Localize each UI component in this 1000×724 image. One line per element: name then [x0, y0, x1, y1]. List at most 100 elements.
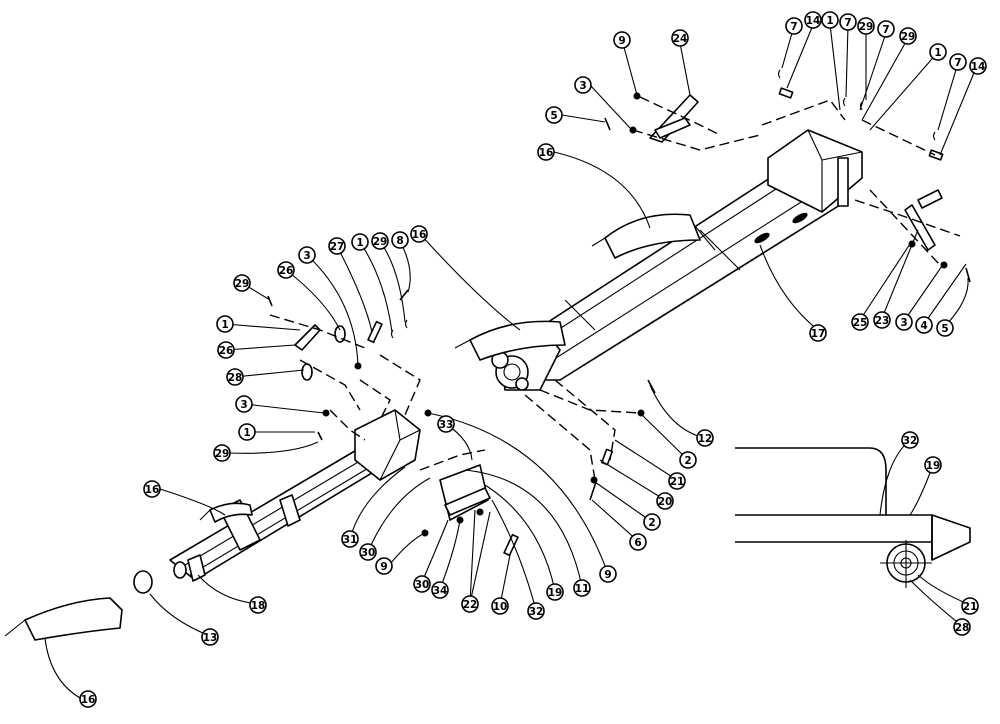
callout-29d: 29	[371, 232, 389, 250]
callout-16c: 16	[143, 480, 161, 498]
callout-13: 13	[201, 628, 219, 646]
callout-8: 8	[391, 231, 409, 249]
callout-23: 23	[873, 311, 891, 329]
upper-boom-assembly	[454, 69, 971, 501]
callout-19b: 19	[924, 456, 942, 474]
callout-label: 7	[882, 24, 889, 36]
callout-label: 1	[243, 427, 250, 439]
bracket-25	[904, 204, 936, 251]
callout-label: 13	[203, 632, 218, 644]
callout-label: 2	[648, 517, 655, 529]
callout-29a: 29	[857, 17, 875, 35]
callout-29b: 29	[899, 27, 917, 45]
callout-33: 33	[437, 415, 455, 433]
callout-16a: 16	[537, 143, 555, 161]
callout-29c: 29	[233, 274, 251, 292]
callout-label: 27	[330, 241, 345, 253]
callout-12: 12	[696, 429, 714, 447]
callout-18: 18	[249, 596, 267, 614]
callout-label: 3	[303, 250, 310, 262]
callout-label: 30	[361, 547, 376, 559]
callout-label: 29	[235, 278, 250, 290]
callout-label: 29	[373, 236, 388, 248]
callout-7b: 7	[839, 13, 857, 31]
callout-label: 1	[934, 47, 941, 59]
callout-1a: 1	[821, 11, 839, 29]
callout-label: 8	[396, 235, 403, 247]
callout-17: 17	[809, 324, 827, 342]
callout-label: 19	[548, 587, 563, 599]
callout-24: 24	[671, 29, 689, 47]
callout-1d: 1	[216, 315, 234, 333]
callout-label: 24	[673, 33, 688, 45]
callout-7d: 7	[949, 53, 967, 71]
callout-21b: 21	[961, 597, 979, 615]
callout-28: 28	[226, 368, 244, 386]
leader-lines	[44, 23, 977, 699]
callout-label: 7	[790, 21, 797, 33]
callout-label: 29	[901, 31, 916, 43]
callout-label: 32	[903, 435, 918, 447]
callout-31: 31	[341, 530, 359, 548]
callout-27: 27	[328, 237, 346, 255]
callout-label: 1	[826, 15, 833, 27]
callout-30a: 30	[359, 543, 377, 561]
callout-label: 1	[221, 319, 228, 331]
callout-32a: 32	[527, 602, 545, 620]
callout-1c: 1	[351, 233, 369, 251]
callout-label: 19	[926, 460, 941, 472]
callout-label: 21	[963, 601, 978, 613]
detail-boom-tip	[931, 514, 971, 561]
callout-9c: 9	[599, 565, 617, 583]
upper-crop-guard	[604, 213, 701, 259]
callout-14a: 14	[804, 11, 822, 29]
callout-label: 26	[279, 265, 294, 277]
callout-3a: 3	[574, 76, 592, 94]
callout-label: 11	[575, 583, 590, 595]
callout-25: 25	[851, 313, 869, 331]
callout-label: 2	[684, 455, 691, 467]
callout-9-top: 9	[613, 31, 631, 49]
callout-label: 5	[941, 323, 948, 335]
callout-label: 29	[859, 21, 874, 33]
callout-label: 34	[433, 585, 448, 597]
bottom-crop-guard	[24, 597, 123, 641]
callout-label: 31	[343, 534, 358, 546]
callout-label: 25	[853, 317, 868, 329]
callout-label: 23	[875, 315, 890, 327]
lower-crop-guard-upper	[469, 320, 566, 361]
callout-11: 11	[573, 579, 591, 597]
part-28	[301, 363, 313, 381]
lower-boom-assembly	[4, 289, 519, 641]
callout-label: 3	[240, 399, 247, 411]
callout-label: 4	[920, 320, 927, 332]
callout-34: 34	[431, 581, 449, 599]
callout-label: 16	[145, 484, 160, 496]
callout-7a: 7	[785, 17, 803, 35]
callout-19a: 19	[546, 583, 564, 601]
callout-label: 9	[604, 569, 611, 581]
callout-label: 29	[215, 448, 230, 460]
callout-14b: 14	[969, 57, 987, 75]
callout-label: 3	[900, 317, 907, 329]
callout-26b: 26	[217, 341, 235, 359]
callout-label: 22	[463, 599, 478, 611]
callout-label: 6	[634, 537, 641, 549]
callout-28b: 28	[953, 618, 971, 636]
callout-label: 16	[81, 694, 96, 706]
callout-label: 16	[539, 147, 554, 159]
upper-head-plate	[837, 157, 849, 207]
callout-3d: 3	[235, 395, 253, 413]
callout-label: 20	[658, 496, 673, 508]
callout-16d: 16	[79, 690, 97, 708]
callout-label: 7	[844, 17, 851, 29]
callout-1b: 1	[929, 43, 947, 61]
callout-22: 22	[461, 595, 479, 613]
callout-32b: 32	[901, 431, 919, 449]
callout-label: 14	[806, 15, 821, 27]
callout-label: 18	[251, 600, 266, 612]
callout-label: 28	[955, 622, 970, 634]
callout-9b: 9	[375, 557, 393, 575]
callout-10: 10	[491, 597, 509, 615]
